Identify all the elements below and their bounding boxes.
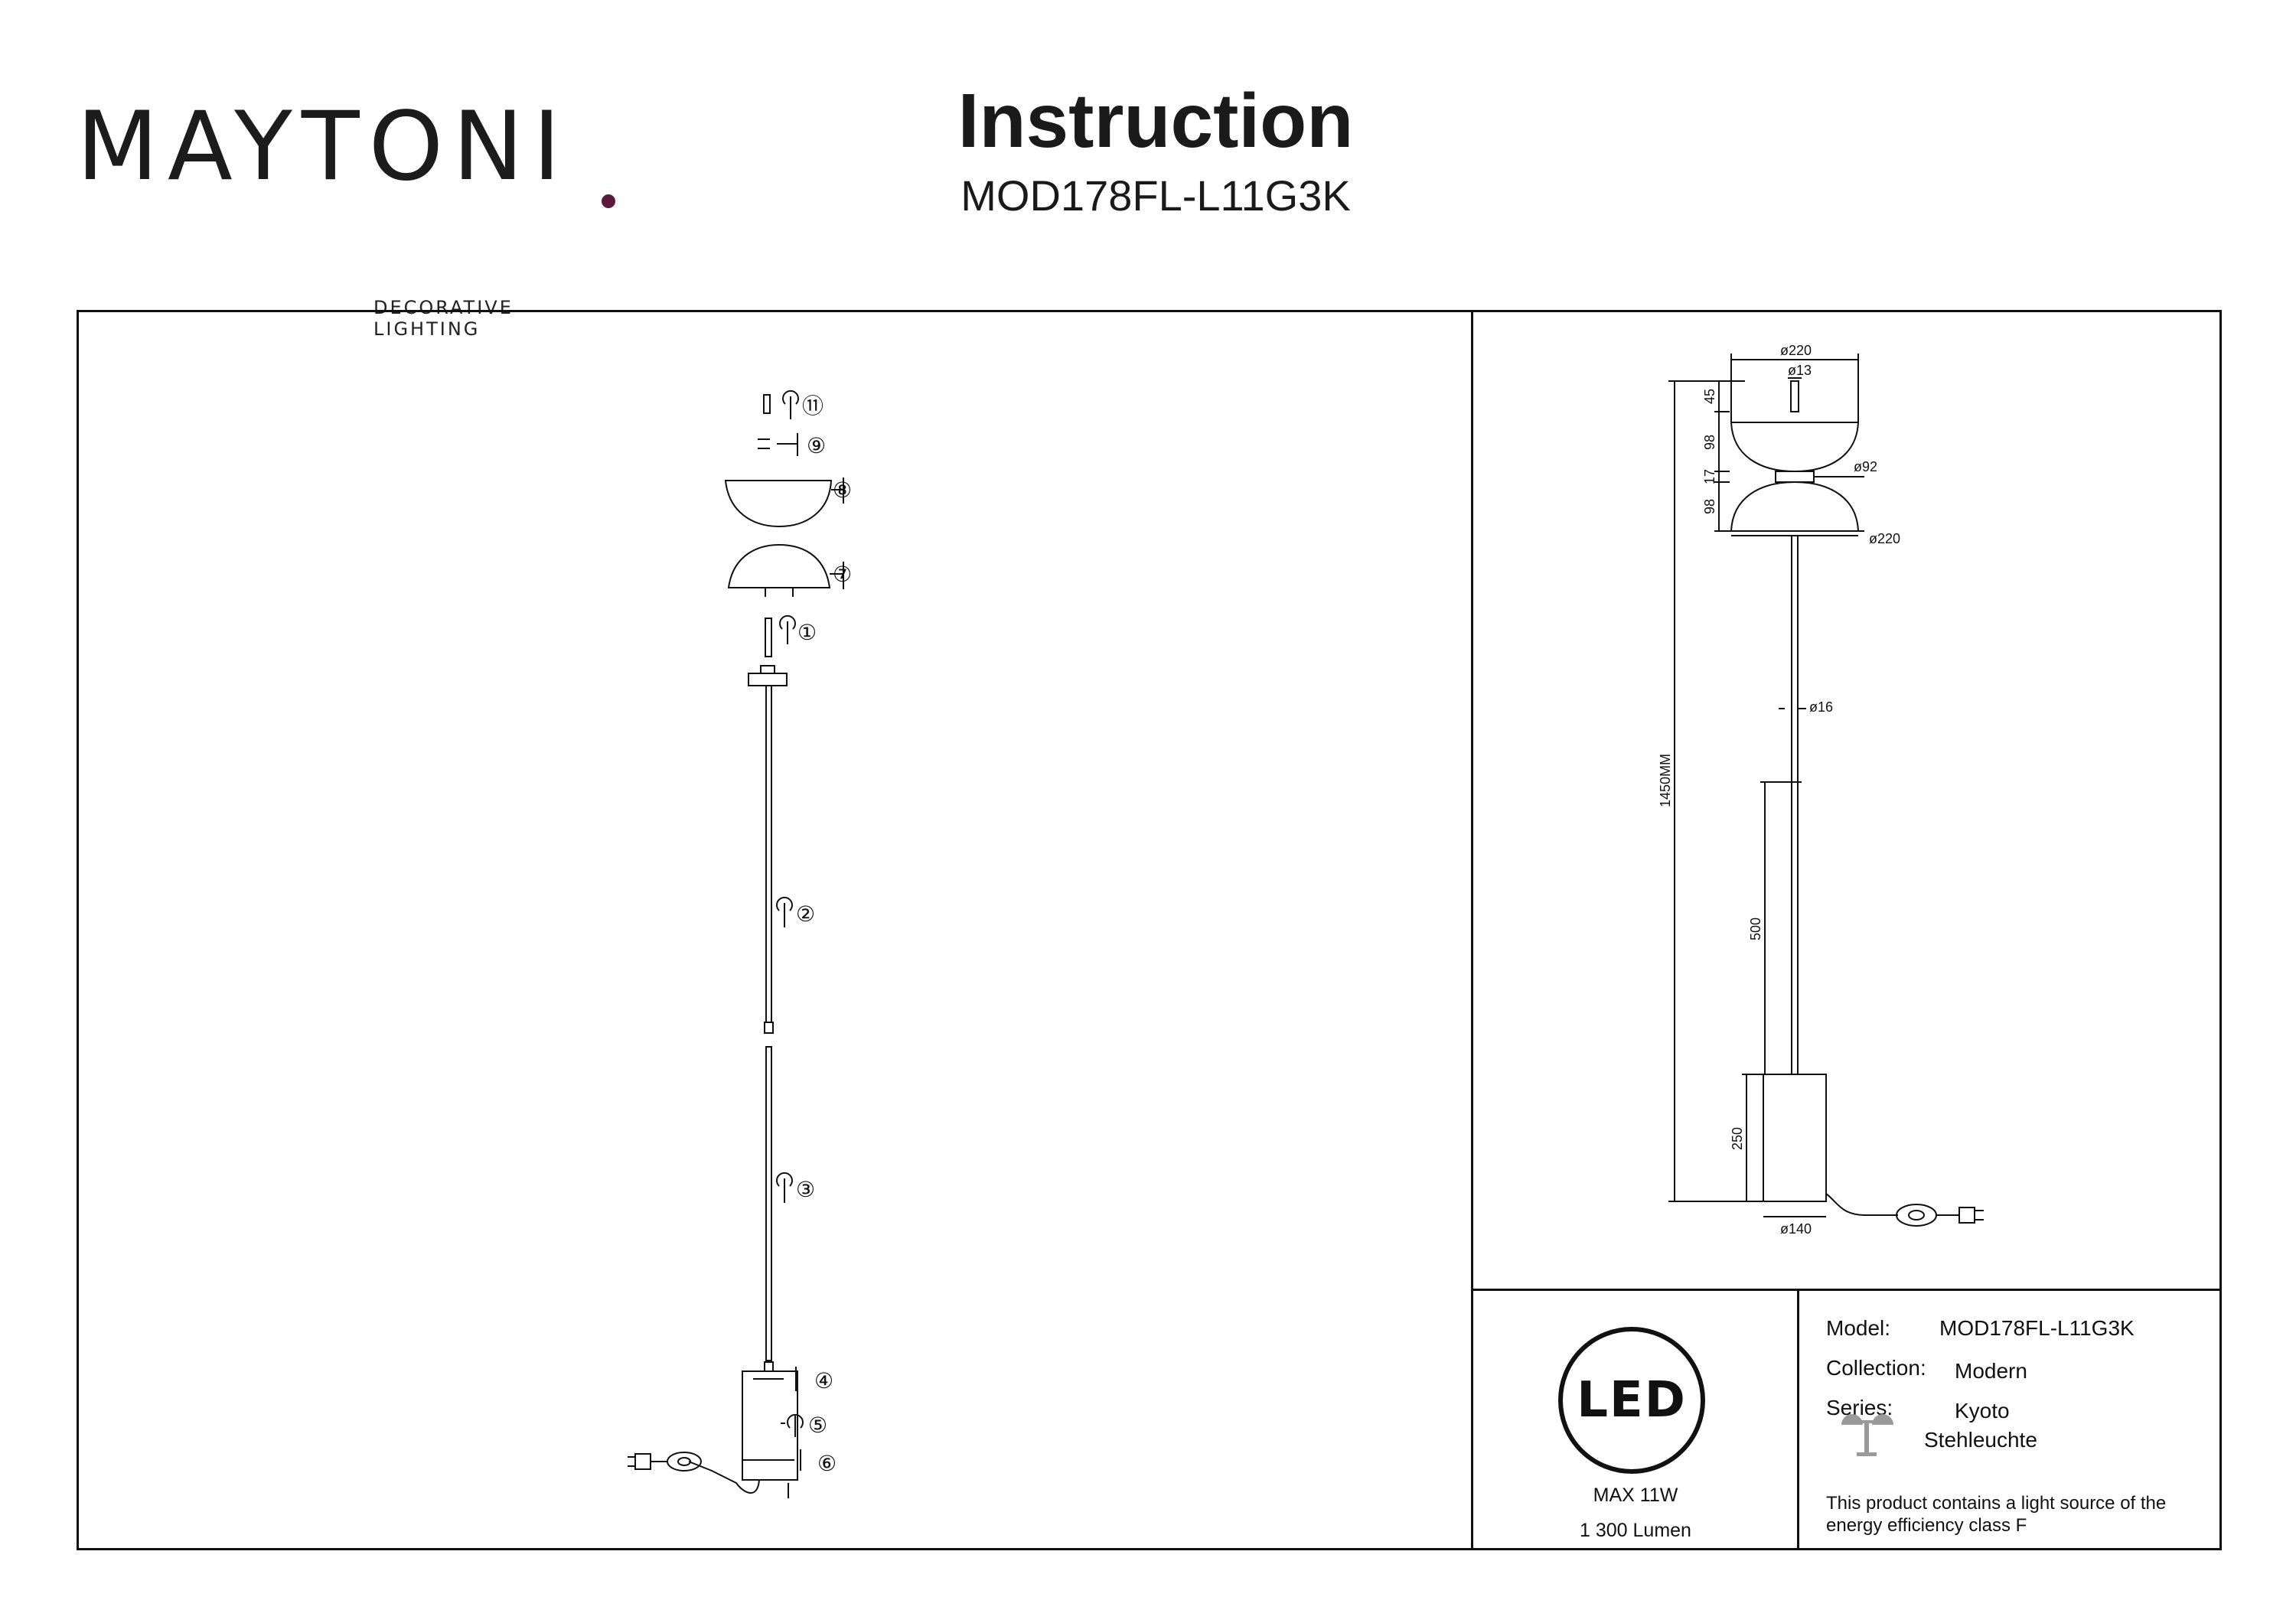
energy-note: This product contains a light source of … bbox=[1826, 1493, 2167, 1536]
dim-pole-diameter: ø16 bbox=[1809, 699, 1833, 715]
model-label: Model: bbox=[1826, 1316, 1891, 1340]
rotate-arrow-icon bbox=[779, 614, 796, 630]
dim-lower-pole-height: 500 bbox=[1748, 917, 1763, 940]
dim-base-diameter: ø140 bbox=[1780, 1221, 1812, 1237]
brand-tagline: DECORATIVE LIGHTING bbox=[373, 297, 514, 340]
foot-switch-outline bbox=[1896, 1204, 1937, 1227]
rotate-arrow-icon bbox=[776, 1172, 793, 1187]
series-value: Kyoto bbox=[1955, 1399, 2010, 1423]
dim-total-height: 1450MM bbox=[1658, 754, 1673, 807]
part-label-5: ⑤ bbox=[808, 1413, 827, 1437]
part-label-1: ① bbox=[797, 621, 817, 644]
part-label-8: ⑧ bbox=[833, 478, 852, 502]
bottom-shade-outline bbox=[1730, 481, 1860, 532]
collection-label: Collection: bbox=[1826, 1356, 1926, 1380]
part-cap bbox=[763, 394, 771, 414]
top-plate bbox=[748, 673, 788, 686]
rotate-arrow-icon bbox=[787, 1413, 804, 1429]
brand-logo: MAYTONI DECORATIVE LIGHTING bbox=[77, 99, 615, 340]
foot-switch bbox=[667, 1452, 702, 1471]
part-label-11: ⑪ bbox=[802, 394, 823, 418]
rotate-arrow-icon bbox=[782, 389, 799, 405]
assembly-diagram: ⑪ ⑨ ⑧ ⑦ ① ② ③ bbox=[628, 389, 852, 1498]
part-label-7: ⑦ bbox=[833, 562, 852, 586]
product-type: Stehleuchte bbox=[1924, 1428, 2037, 1452]
spec-panel: Model: MOD178FL-L11G3K Collection: Moder… bbox=[1799, 1290, 2221, 1550]
plug bbox=[634, 1453, 651, 1470]
brand-logo-dot bbox=[602, 194, 615, 208]
plug-outline bbox=[1958, 1207, 1975, 1224]
dim-neck-height: 17 bbox=[1702, 469, 1717, 484]
floor-lamp-icon bbox=[1841, 1414, 1893, 1456]
dim-base-height: 250 bbox=[1730, 1127, 1745, 1150]
dim-bottom-shade-diameter: ø220 bbox=[1869, 531, 1900, 546]
collection-value: Modern bbox=[1955, 1359, 2027, 1383]
base-cylinder bbox=[742, 1370, 798, 1481]
dim-top-stem-height: 45 bbox=[1702, 389, 1717, 404]
part-label-4: ④ bbox=[814, 1369, 833, 1393]
base-outline bbox=[1763, 1074, 1827, 1202]
led-info-panel: LED MAX 11W 1 300 Lumen bbox=[1473, 1290, 1799, 1550]
brand-name: MAYTONI bbox=[77, 92, 570, 202]
top-shade-outline bbox=[1730, 422, 1860, 473]
part-label-9: ⑨ bbox=[807, 434, 826, 458]
outer-frame bbox=[77, 310, 2222, 1550]
dimension-drawing: ø220 ø13 ø92 ø220 ø16 ø140 1450MM 45 98 … bbox=[1658, 343, 1984, 1237]
rotate-arrow-icon bbox=[776, 896, 793, 911]
top-stem bbox=[1790, 380, 1799, 412]
horizontal-divider bbox=[1472, 1289, 2221, 1291]
part-label-2: ② bbox=[796, 902, 815, 926]
page-title: Instruction bbox=[957, 78, 1354, 164]
dim-bottom-shade-height: 98 bbox=[1702, 499, 1717, 514]
part-label-6: ⑥ bbox=[817, 1452, 837, 1475]
info-divider bbox=[1797, 1290, 1799, 1550]
model-code: MOD178FL-L11G3K bbox=[960, 171, 1351, 220]
model-value: MOD178FL-L11G3K bbox=[1939, 1316, 2135, 1340]
bottom-shade bbox=[727, 543, 831, 588]
led-icon: LED bbox=[1558, 1327, 1705, 1474]
dim-neck-diameter: ø92 bbox=[1854, 459, 1877, 474]
lumen-output: 1 300 Lumen bbox=[1580, 1520, 1691, 1541]
dim-stem-diameter: ø13 bbox=[1788, 363, 1812, 378]
top-shade bbox=[724, 480, 833, 528]
small-parts: ④ ⑤ ⑥ bbox=[742, 1367, 837, 1475]
vertical-divider bbox=[1471, 311, 1473, 1550]
pole-upper bbox=[765, 685, 772, 1023]
dim-top-diameter: ø220 bbox=[1780, 343, 1812, 358]
max-power: MAX 11W bbox=[1593, 1484, 1678, 1506]
part-label-3: ③ bbox=[796, 1178, 815, 1201]
dim-top-shade-height: 98 bbox=[1702, 435, 1717, 450]
pole-lower bbox=[765, 1046, 772, 1361]
